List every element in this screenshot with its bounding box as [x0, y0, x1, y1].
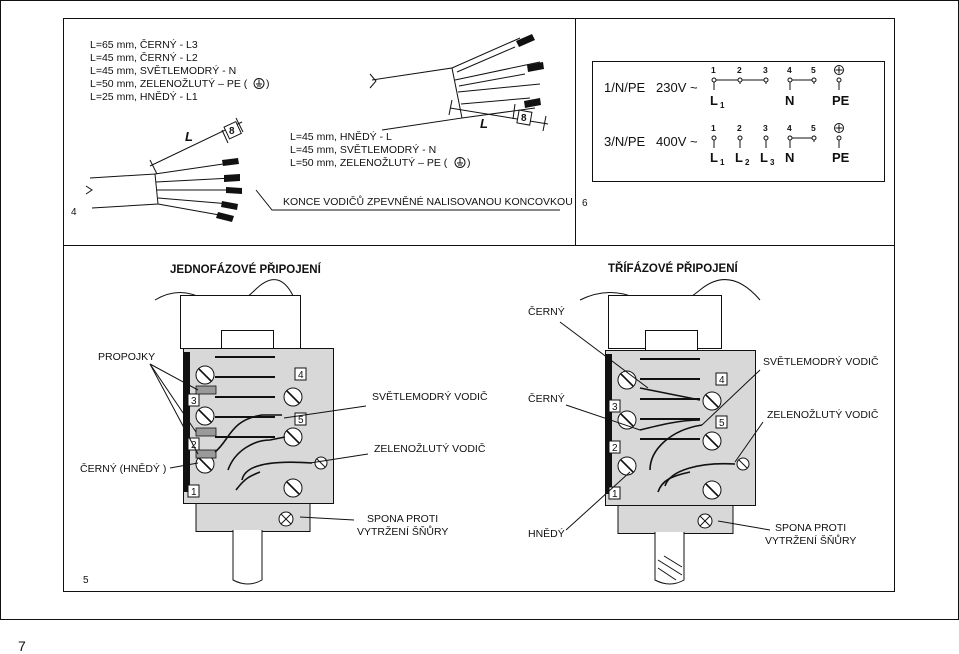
- pin-5-row1: 5: [811, 65, 816, 75]
- sub-3-row2: 3: [770, 158, 775, 167]
- terminal-numbers-right: 1 2 3 4 5: [608, 372, 728, 500]
- pin-2-row1: 2: [737, 65, 742, 75]
- sub-1-row2: 1: [720, 158, 725, 167]
- two-core-cable-drawing: L 8: [369, 34, 549, 132]
- supply-2: 3/N/PE: [604, 134, 646, 149]
- earth-icon: [454, 157, 466, 168]
- outer-frame: [0, 0, 959, 620]
- dim-l-right: L: [480, 116, 488, 131]
- pin-3-row2: 3: [763, 123, 768, 133]
- svg-text:1: 1: [191, 487, 197, 498]
- legend-top-line-2: L=45 mm, ČERNÝ - L2: [90, 51, 198, 64]
- svg-text:2: 2: [612, 443, 618, 454]
- svg-text:5: 5: [719, 418, 725, 429]
- label-pe-row2: PE: [832, 150, 850, 165]
- panel-5-number: 5: [83, 575, 89, 586]
- dim-l-left: L: [185, 129, 193, 144]
- earth-terminal-icon: [834, 123, 844, 133]
- label-black-brown: ČERNÝ (HNĚDÝ ): [80, 462, 166, 475]
- ferrule-caption: KONCE VODIČŮ ZPEVNĚNÉ NALISOVANOU KONCOV…: [283, 195, 573, 208]
- legend-top-line-4: L=50 mm, ZELENOŽLUTÝ – PE (: [90, 77, 248, 90]
- earth-wire-left: [241, 461, 313, 481]
- pin-5-row2: 5: [811, 123, 816, 133]
- svg-text:3: 3: [612, 402, 618, 413]
- panel-4-wire-lengths: L=65 mm, ČERNÝ - L3 L=45 mm, ČERNÝ - L2 …: [71, 34, 573, 222]
- label-black-mid: ČERNÝ: [528, 392, 565, 405]
- label-earth-wire-left: ZELENOŽLUTÝ VODIČ: [374, 442, 486, 455]
- legend-top-line-5: L=25 mm, HNĚDÝ - L1: [90, 90, 198, 103]
- pin-1-row1: 1: [711, 65, 716, 75]
- svg-text:3: 3: [191, 396, 197, 407]
- supply-1: 1/N/PE: [604, 80, 646, 95]
- label-black-top: ČERNÝ: [528, 305, 565, 318]
- legend-top-close: ): [266, 78, 270, 90]
- label-blue-wire-left: SVĚTLEMODRÝ VODIČ: [372, 390, 488, 403]
- earth-wire-right: [664, 462, 736, 487]
- label-l3-row2: L: [760, 150, 768, 165]
- earth-icon: [253, 78, 265, 89]
- label-n-row2: N: [785, 150, 794, 165]
- panel-5-connections: JEDNOFÁZOVÉ PŘIPOJENÍ TŘÍFÁZOVÉ PŘIPOJEN…: [80, 262, 879, 586]
- svg-text:4: 4: [298, 370, 304, 381]
- legend-mid-line-2: L=45 mm, SVĚTLEMODRÝ - N: [290, 143, 436, 156]
- dim-8-left: 8: [229, 126, 235, 137]
- voltage-2: 400V ~: [656, 134, 698, 149]
- panel-4-number: 4: [71, 207, 77, 218]
- five-core-cable-drawing: L 8: [85, 117, 560, 222]
- pin-1-row2: 1: [711, 123, 716, 133]
- cable-clamp-right: [617, 505, 734, 534]
- label-blue-wire-right: SVĚTLEMODRÝ VODIČ: [763, 355, 879, 368]
- label-l1-row1: L: [710, 93, 718, 108]
- legend-mid-close: ): [467, 157, 471, 169]
- blue-wire-right: [649, 424, 703, 471]
- legend-top-line-3: L=45 mm, SVĚTLEMODRÝ - N: [90, 64, 236, 77]
- pin-4-row2: 4: [787, 123, 792, 133]
- dim-8-right: 8: [521, 113, 527, 124]
- label-clamp-right-1: SPONA PROTI: [775, 522, 846, 534]
- sub-1-row1: 1: [720, 101, 725, 110]
- earth-terminal-icon: [834, 65, 844, 75]
- label-propojky: PROPOJKY: [98, 351, 155, 363]
- panel-6-number: 6: [582, 198, 588, 209]
- scheme-box: [592, 61, 885, 182]
- label-earth-wire-right: ZELENOŽLUTÝ VODIČ: [767, 408, 879, 421]
- terminal-screws-left: [195, 365, 328, 498]
- pin-3-row1: 3: [763, 65, 768, 75]
- svg-text:5: 5: [298, 415, 304, 426]
- label-brown: HNĚDÝ: [528, 527, 565, 540]
- pin-4-row1: 4: [787, 65, 792, 75]
- panel-6-supply-schemes: 1/N/PE 230V ~ 1 2 3 4 5: [582, 61, 885, 209]
- svg-text:4: 4: [719, 375, 725, 386]
- terminal-block-left: 1 2 3 4 5: [154, 279, 334, 585]
- legend-top-line-1: L=65 mm, ČERNÝ - L3: [90, 38, 198, 51]
- single-phase-title: JEDNOFÁZOVÉ PŘIPOJENÍ: [170, 263, 322, 276]
- label-pe-row1: PE: [832, 93, 850, 108]
- label-clamp-left-1: SPONA PROTI: [367, 513, 438, 525]
- label-n-row1: N: [785, 93, 794, 108]
- row1-bridges: [711, 77, 842, 90]
- sub-2-row2: 2: [745, 158, 750, 167]
- label-clamp-right-2: VYTRŽENÍ ŠŇŮRY: [765, 534, 856, 547]
- svg-text:1: 1: [612, 489, 618, 500]
- three-phase-title: TŘÍFÁZOVÉ PŘIPOJENÍ: [608, 262, 739, 275]
- terminal-block-right: 1 2 3 4 5: [579, 279, 761, 585]
- blue-wire-left: [214, 414, 282, 453]
- bottom-frame: [63, 245, 895, 592]
- label-l1-row2: L: [710, 150, 718, 165]
- page-number: 7: [18, 638, 26, 654]
- legend-mid-line-1: L=45 mm, HNĚDÝ - L: [290, 130, 392, 143]
- pin-2-row2: 2: [737, 123, 742, 133]
- legend-mid-line-3: L=50 mm, ZELENOŽLUTÝ – PE (: [290, 156, 448, 169]
- label-l2-row2: L: [735, 150, 743, 165]
- row2-bridges: [711, 135, 842, 148]
- cable-left: [232, 530, 263, 585]
- voltage-1: 230V ~: [656, 80, 698, 95]
- terminal-screws-right: [617, 370, 750, 500]
- label-clamp-left-2: VYTRŽENÍ ŠŇŮRY: [357, 525, 448, 538]
